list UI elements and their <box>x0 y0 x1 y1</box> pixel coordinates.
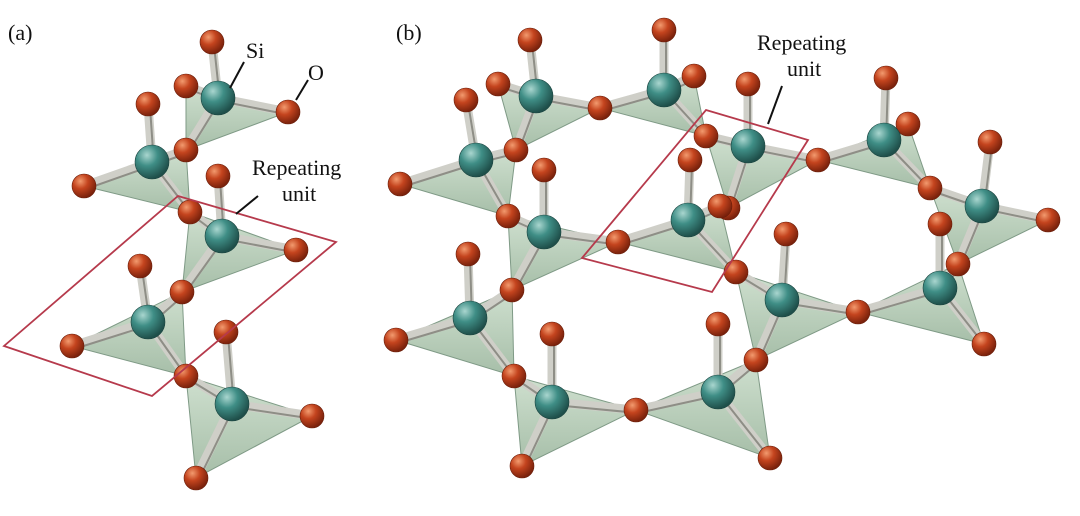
silicon-atom-17 <box>700 374 736 410</box>
silicon-atom-14 <box>452 300 488 336</box>
repeating-unit-box-b <box>580 108 810 294</box>
oxygen-atom-48 <box>743 347 769 373</box>
oxygen-atom-37 <box>499 277 525 303</box>
silicon-atom-4 <box>214 386 250 422</box>
repeating-unit-leader-b <box>767 85 783 125</box>
repeating-unit-caption-a-line2: unit <box>282 181 316 206</box>
oxygen-atom-42 <box>845 299 871 325</box>
oxygen-atom-18 <box>587 95 613 121</box>
oxygen-atom-2 <box>275 99 301 125</box>
o-leader-line <box>295 79 309 101</box>
panel-label-b: (b) <box>396 20 422 45</box>
oxygen-atom-41 <box>927 211 953 237</box>
oxygen-atom-32 <box>453 87 479 113</box>
oxygen-atom-40 <box>723 259 749 285</box>
oxygen-atom-26 <box>873 65 899 91</box>
atoms-layer <box>59 17 1061 491</box>
oxygen-atom-45 <box>383 327 409 353</box>
silicon-atom-15 <box>764 282 800 318</box>
repeating-unit-leader-a <box>235 195 259 215</box>
oxygen-atom-35 <box>531 157 557 183</box>
silicon-atom-10 <box>458 142 494 178</box>
oxygen-atom-30 <box>1035 207 1061 233</box>
oxygen-atom-46 <box>501 363 527 389</box>
si-leader-line <box>229 61 245 89</box>
silicon-atom-11 <box>526 214 562 250</box>
oxygen-atom-29 <box>977 129 1003 155</box>
oxygen-atom-23 <box>735 71 761 97</box>
oxygen-atom-51 <box>509 453 535 479</box>
silicon-atom-9 <box>964 188 1000 224</box>
silicon-atom-5 <box>518 78 554 114</box>
oxygen-atom-4 <box>135 91 161 117</box>
oxygen-atom-6 <box>177 199 203 225</box>
silicon-atom-1 <box>134 144 170 180</box>
oxygen-atom-47 <box>773 221 799 247</box>
oxygen-atom-53 <box>757 445 783 471</box>
oxygen-atom-10 <box>127 253 153 279</box>
silicon-atom-13 <box>922 270 958 306</box>
oxygen-atom-52 <box>705 311 731 337</box>
repeating-unit-caption-b-line2: unit <box>787 56 821 81</box>
repeating-unit-caption-a-line1: Repeating <box>252 155 341 180</box>
oxygen-atom-27 <box>895 111 921 137</box>
panel-label-a: (a) <box>8 20 32 45</box>
oxygen-atom-21 <box>681 63 707 89</box>
tetrahedron-b12 <box>634 359 771 459</box>
oxygen-atom-31 <box>945 251 971 277</box>
oxygen-atom-12 <box>173 363 199 389</box>
oxygen-atom-11 <box>59 333 85 359</box>
silicon-atom-7 <box>730 128 766 164</box>
silicon-atom-16 <box>534 384 570 420</box>
oxygen-atom-33 <box>387 171 413 197</box>
oxygen-atom-44 <box>455 241 481 267</box>
silicon-atom-12 <box>670 202 706 238</box>
oxygen-atom-3 <box>173 137 199 163</box>
oxygen-atom-8 <box>283 237 309 263</box>
silicon-atom-2 <box>204 218 240 254</box>
oxygen-atom-19 <box>503 137 529 163</box>
oxygen-atom-36 <box>605 229 631 255</box>
repeating-unit-box-a <box>2 194 338 398</box>
tetrahedra-layer <box>70 75 1050 479</box>
oxygen-atom-50 <box>623 397 649 423</box>
oxygen-atom-22 <box>693 123 719 149</box>
silicon-atom-8 <box>866 122 902 158</box>
oxygen-atom-43 <box>971 331 997 357</box>
oxygen-atom-15 <box>183 465 209 491</box>
oxygen-atom-14 <box>299 403 325 429</box>
oxygen-atom-34 <box>495 203 521 229</box>
oxygen-atom-38 <box>677 147 703 173</box>
oxygen-label: O <box>308 60 324 85</box>
repeating-unit-caption-b-line1: Repeating <box>757 30 846 55</box>
silicon-label: Si <box>246 38 264 63</box>
oxygen-atom-49 <box>539 321 565 347</box>
oxygen-atom-28 <box>917 175 943 201</box>
oxygen-atom-9 <box>169 279 195 305</box>
oxygen-atom-24 <box>805 147 831 173</box>
oxygen-atom-0 <box>199 29 225 55</box>
oxygen-atom-17 <box>485 71 511 97</box>
oxygen-atom-1 <box>173 73 199 99</box>
silicon-atom-6 <box>646 72 682 108</box>
oxygen-atom-7 <box>205 163 231 189</box>
silicon-atom-3 <box>130 304 166 340</box>
oxygen-atom-16 <box>517 27 543 53</box>
oxygen-atom-20 <box>651 17 677 43</box>
oxygen-atom-5 <box>71 173 97 199</box>
silicon-atom-0 <box>200 80 236 116</box>
oxygen-atom-39 <box>707 193 733 219</box>
